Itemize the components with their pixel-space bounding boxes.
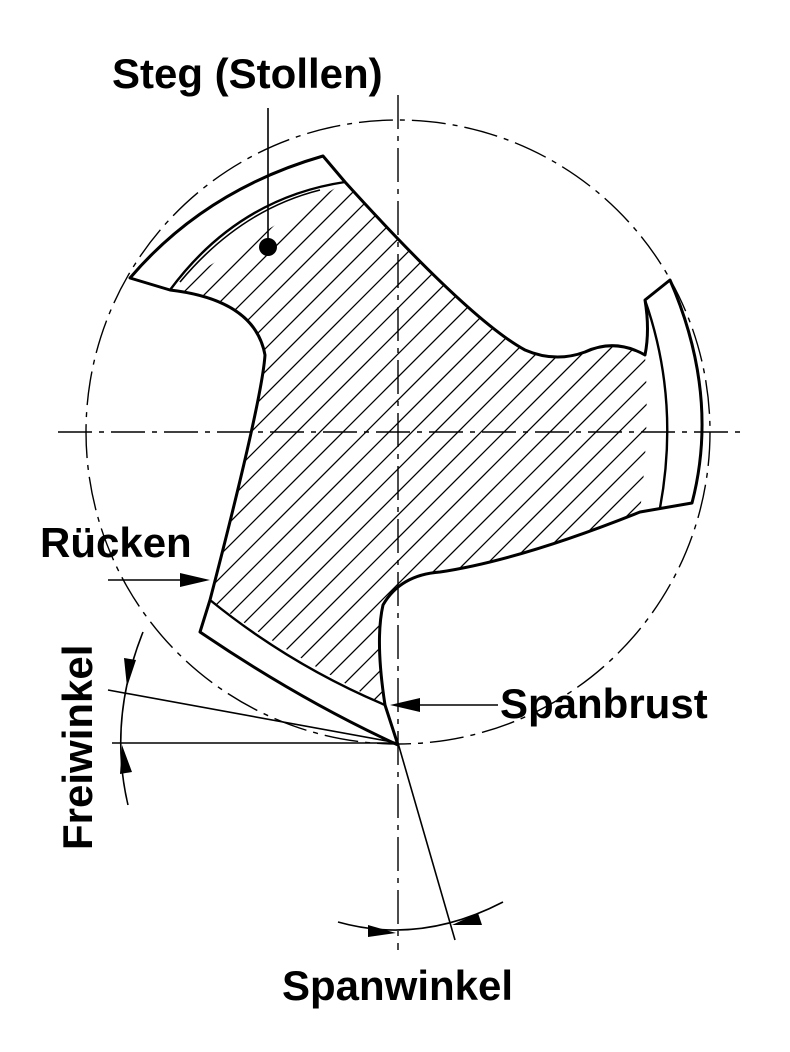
spanbrust-arrowhead bbox=[390, 698, 420, 712]
freiwinkel-label: Freiwinkel bbox=[54, 645, 101, 850]
freiwinkel-arrowhead-top bbox=[124, 658, 136, 687]
hatch-line bbox=[170, 182, 270, 705]
ruecken-label: Rücken bbox=[40, 519, 192, 566]
spanwinkel-arrowhead-left bbox=[368, 925, 396, 937]
spanwinkel-arc bbox=[337, 901, 504, 931]
hatch-line bbox=[170, 182, 293, 705]
freiwinkel-arrowhead-bottom bbox=[120, 745, 132, 774]
ruecken-arrowhead bbox=[180, 573, 210, 587]
freiwinkel-clearance-line bbox=[107, 689, 399, 744]
freiwinkel-arc bbox=[119, 631, 144, 806]
spanwinkel-label: Spanwinkel bbox=[282, 962, 513, 1009]
hatch-line bbox=[170, 182, 224, 705]
hatch-line bbox=[170, 182, 647, 705]
spanwinkel-arrowhead-right bbox=[452, 913, 482, 925]
hatch-line bbox=[170, 182, 647, 705]
steg-label: Steg (Stollen) bbox=[112, 50, 383, 97]
spanbrust-label: Spanbrust bbox=[500, 680, 708, 727]
hatch-line bbox=[227, 182, 647, 705]
hatch-line bbox=[170, 182, 647, 705]
hatch-line bbox=[170, 182, 647, 705]
right-land-inner-line bbox=[643, 299, 669, 509]
hatch-line bbox=[170, 182, 339, 705]
spanwinkel-rake-line bbox=[397, 742, 456, 941]
back-inner-line bbox=[209, 599, 386, 707]
land-inner-line bbox=[169, 180, 346, 291]
land-inner-line-2 bbox=[179, 189, 321, 283]
drill-outline bbox=[128, 154, 704, 747]
hatch-line bbox=[204, 182, 647, 705]
hatch-line bbox=[170, 182, 647, 705]
hatch-line bbox=[170, 182, 647, 705]
hatch-line bbox=[170, 182, 647, 705]
steg-dot bbox=[259, 238, 277, 256]
hatch-line bbox=[170, 182, 647, 705]
